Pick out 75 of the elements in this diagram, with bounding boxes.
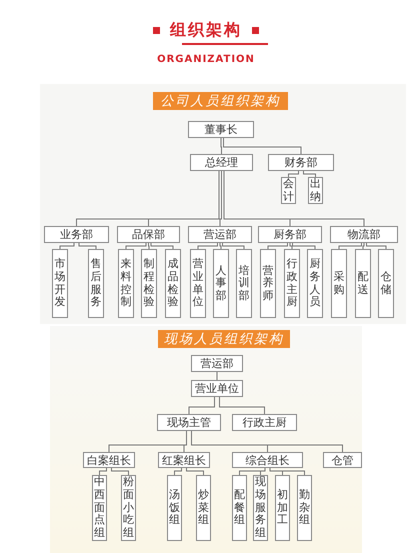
connector-line xyxy=(292,242,316,250)
org-box: 财务部 xyxy=(268,154,334,171)
org-box: 营业单位 xyxy=(191,380,243,397)
connector-line xyxy=(126,242,146,250)
org-box: 综合组长 xyxy=(232,452,303,468)
org-box: 会计 xyxy=(281,177,296,204)
connector-line xyxy=(60,242,74,250)
org-box: 总经理 xyxy=(190,154,253,171)
org-box: 物流部 xyxy=(330,226,398,243)
connector-line xyxy=(290,242,292,250)
org-box: 行政主厨 xyxy=(232,414,297,431)
connector-line xyxy=(362,242,364,250)
org-box: 粉面小吃组 xyxy=(121,475,136,541)
subtitle: ORGANIZATION xyxy=(156,54,256,65)
connector-line xyxy=(220,170,222,226)
org-box: 厨务部 xyxy=(258,226,322,243)
connector-line xyxy=(338,242,362,250)
connector-line xyxy=(150,242,174,250)
org-box: 配餐组 xyxy=(232,475,247,541)
org-box: 品保部 xyxy=(117,226,180,243)
connector-line xyxy=(78,242,96,250)
connector-line xyxy=(260,468,266,476)
org-box: 炒菜组 xyxy=(196,475,211,541)
org-box: 现场主管 xyxy=(157,414,221,431)
org-box: 仓储 xyxy=(378,249,394,318)
connector-line xyxy=(268,242,288,250)
org-box: 汤饭组 xyxy=(167,475,182,541)
connector-line xyxy=(174,468,182,476)
org-box: 初加工 xyxy=(275,475,290,541)
connector-line xyxy=(188,396,215,414)
connector-line xyxy=(191,430,343,452)
org-box: 董事长 xyxy=(188,121,254,138)
connector-line xyxy=(186,468,204,476)
section-banner: 现场人员组织架构 xyxy=(158,330,290,348)
org-box: 营运部 xyxy=(191,355,243,372)
org-box: 人事部 xyxy=(213,249,229,318)
org-box: 配送 xyxy=(355,249,371,318)
org-box: 市场开发 xyxy=(52,249,68,318)
connector-line xyxy=(288,170,299,178)
connector-line xyxy=(222,242,244,250)
org-box: 采购 xyxy=(331,249,347,318)
connector-line xyxy=(366,242,386,250)
section-banner: 公司人员组织架构 xyxy=(153,92,288,110)
org-box: 行政主厨 xyxy=(284,249,300,318)
connector-line xyxy=(224,170,364,226)
org-box: 出纳 xyxy=(308,177,323,204)
org-box: 仓管 xyxy=(323,452,362,468)
org-box: 来料控制 xyxy=(118,249,134,318)
org-box: 制程检验 xyxy=(141,249,157,318)
connector-line xyxy=(216,372,218,380)
org-box: 白案组长 xyxy=(83,452,135,468)
connector-line xyxy=(303,170,316,178)
connector-line xyxy=(223,138,302,154)
org-box: 营运部 xyxy=(188,226,252,243)
connector-line xyxy=(219,396,265,414)
title: 组织架构 xyxy=(170,20,242,40)
connector-line xyxy=(220,242,222,250)
org-box: 红案组长 xyxy=(158,452,210,468)
org-box: 营业单位 xyxy=(190,249,206,318)
org-box: 厨务人员 xyxy=(307,249,323,318)
connector-line xyxy=(270,468,305,476)
org-box: 业务部 xyxy=(44,226,109,243)
org-box: 售后服务 xyxy=(88,249,104,318)
org-box: 成品检验 xyxy=(165,249,181,318)
connector-line xyxy=(220,138,222,154)
connector-line xyxy=(148,242,150,250)
org-box: 中西面点组 xyxy=(92,475,107,541)
org-box: 勤杂组 xyxy=(297,475,312,541)
org-box: 营养师 xyxy=(260,249,276,318)
connector-line xyxy=(99,468,107,476)
connector-line xyxy=(111,468,129,476)
connector-line xyxy=(198,242,218,250)
org-box: 培训部 xyxy=(236,249,252,318)
connector-line xyxy=(184,430,187,452)
org-box: 现场服务组 xyxy=(253,475,268,541)
